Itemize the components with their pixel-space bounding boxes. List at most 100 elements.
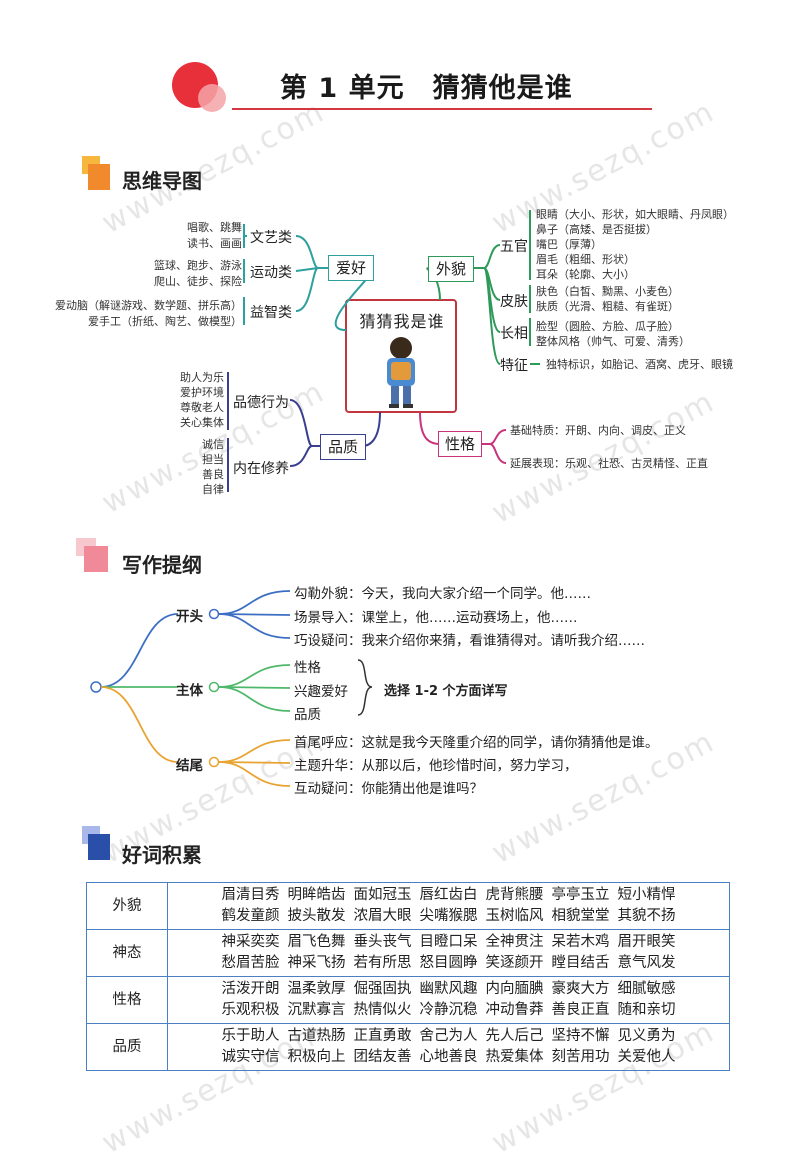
node-traits: 特征 xyxy=(500,358,528,374)
word: 冲动鲁莽 xyxy=(485,1002,544,1018)
leaf-text: 爱动脑（解谜游戏、数学题、拼乐高） xyxy=(55,299,242,312)
word: 唇红齿白 xyxy=(419,887,478,903)
leaf-text: 延展表现：乐观、社恐、古灵精怪、正直 xyxy=(510,457,708,470)
node-inner: 内在修养 xyxy=(233,461,289,477)
leaf-text: 嘴巴（厚薄） xyxy=(536,238,602,251)
table-row: 外貌 眉清目秀明眸皓齿面如冠玉唇红齿白虎背熊腰亭亭玉立短小精悍 鹤发童颜披头散发… xyxy=(86,882,730,930)
word: 正直勇敢 xyxy=(353,1028,412,1044)
word: 眉开眼笑 xyxy=(617,934,676,950)
word: 垂头丧气 xyxy=(353,934,412,950)
word: 豪爽大方 xyxy=(551,981,610,997)
word: 亭亭玉立 xyxy=(551,887,610,903)
page-title: 第 1 单元 猜猜他是谁 xyxy=(280,73,573,104)
word: 愁眉苦脸 xyxy=(221,955,280,971)
leaf-text: 肤质（光滑、粗糙、有雀斑） xyxy=(536,300,679,313)
word: 神采奕奕 xyxy=(221,934,280,950)
leaf-text: 爬山、徒步、探险 xyxy=(154,275,242,288)
outline-item: 互动疑问：你能猜出他是谁吗？ xyxy=(294,781,483,797)
word: 热爱集体 xyxy=(485,1049,544,1065)
word: 团结友善 xyxy=(353,1049,412,1065)
leaf-text: 整体风格（帅气、可爱、清秀） xyxy=(536,335,690,348)
outline-body-note: 选择 1-2 个方面详写 xyxy=(384,684,508,699)
word: 眉飞色舞 xyxy=(287,934,346,950)
word: 关爱他人 xyxy=(617,1049,676,1065)
word: 瞠目结舌 xyxy=(551,955,610,971)
word: 冷静沉稳 xyxy=(419,1002,478,1018)
outline-item: 主题升华：从那以后，他珍惜时间，努力学习， xyxy=(294,758,578,774)
word: 神采飞扬 xyxy=(287,955,346,971)
word: 细腻敏感 xyxy=(617,981,676,997)
word: 善良正直 xyxy=(551,1002,610,1018)
word: 见义勇为 xyxy=(617,1028,676,1044)
node-skin: 皮肤 xyxy=(500,294,528,310)
section-title-outline: 写作提纲 xyxy=(122,553,202,577)
leaf-text: 唱歌、跳舞 xyxy=(187,221,242,234)
leaf-text: 独特标识，如胎记、酒窝、虎牙、眼镜 xyxy=(546,358,733,371)
node-hobby: 爱好 xyxy=(328,255,374,281)
leaf-text: 爱护环境 xyxy=(180,386,224,399)
word: 古道热肠 xyxy=(287,1028,346,1044)
word: 倔强固执 xyxy=(353,981,412,997)
word: 相貌堂堂 xyxy=(551,908,610,924)
word: 虎背熊腰 xyxy=(485,887,544,903)
node-intel: 益智类 xyxy=(250,305,292,321)
node-sports: 运动类 xyxy=(250,265,292,281)
word: 乐于助人 xyxy=(221,1028,280,1044)
leaf-text: 善良 xyxy=(202,468,224,481)
word: 鹤发童颜 xyxy=(221,908,280,924)
word: 随和亲切 xyxy=(617,1002,676,1018)
outline-item: 品质 xyxy=(294,707,321,723)
boy-illustration xyxy=(387,337,415,408)
word: 沉默寡言 xyxy=(287,1002,346,1018)
outline-opening: 开头 xyxy=(176,609,203,625)
word: 笑逐颜开 xyxy=(485,955,544,971)
leaf-text: 尊敬老人 xyxy=(180,401,224,414)
word: 刻苦用功 xyxy=(551,1049,610,1065)
leaf-text: 眼睛（大小、形状，如大眼睛、丹凤眼） xyxy=(536,208,734,221)
word: 眉清目秀 xyxy=(221,887,280,903)
outline-item: 兴趣爱好 xyxy=(294,684,348,700)
table-row: 品质 乐于助人古道热肠正直勇敢舍己为人先人后己坚持不懈见义勇为 诚实守信积极向上… xyxy=(86,1023,730,1071)
node-arts: 文艺类 xyxy=(250,230,292,246)
outline-item: 场景导入：课堂上，他……运动赛场上，他…… xyxy=(294,610,578,626)
table-cell: 眉清目秀明眸皓齿面如冠玉唇红齿白虎背熊腰亭亭玉立短小精悍 鹤发童颜披头散发浓眉大… xyxy=(167,882,730,930)
table-category: 外貌 xyxy=(86,882,168,930)
word: 积极向上 xyxy=(287,1049,346,1065)
leaf-text: 篮球、跑步、游泳 xyxy=(154,259,242,272)
outline-item: 首尾呼应：这就是我今天隆重介绍的同学，请你猜猜他是谁。 xyxy=(294,735,659,751)
node-moral: 品德行为 xyxy=(233,395,289,411)
word: 若有所思 xyxy=(353,955,412,971)
word: 内向腼腆 xyxy=(485,981,544,997)
word: 心地善良 xyxy=(419,1049,478,1065)
word: 乐观积极 xyxy=(221,1002,280,1018)
word: 坚持不懈 xyxy=(551,1028,610,1044)
table-category: 品质 xyxy=(86,1023,168,1071)
table-row: 性格 活泼开朗温柔敦厚倔强固执幽默风趣内向腼腆豪爽大方细腻敏感 乐观积极沉默寡言… xyxy=(86,976,730,1024)
word: 幽默风趣 xyxy=(419,981,478,997)
leaf-text: 耳朵（轮廓、大小） xyxy=(536,268,635,281)
word: 怒目圆睁 xyxy=(419,955,478,971)
word: 全神贯注 xyxy=(485,934,544,950)
table-cell: 活泼开朗温柔敦厚倔强固执幽默风趣内向腼腆豪爽大方细腻敏感 乐观积极沉默寡言热情似… xyxy=(167,976,730,1024)
outline-body: 主体 xyxy=(176,683,203,699)
word: 明眸皓齿 xyxy=(287,887,346,903)
leaf-text: 担当 xyxy=(202,453,224,466)
leaf-text: 关心集体 xyxy=(180,416,224,429)
section-title-mindmap: 思维导图 xyxy=(122,169,202,193)
word: 浓眉大眼 xyxy=(353,908,412,924)
node-features: 五官 xyxy=(500,239,528,255)
word: 玉树临风 xyxy=(485,908,544,924)
leaf-text: 助人为乐 xyxy=(180,371,224,384)
word: 其貌不扬 xyxy=(617,908,676,924)
table-category: 神态 xyxy=(86,929,168,977)
title-decor-circle-small xyxy=(198,84,226,112)
leaf-text: 鼻子（高矮、是否挺拔） xyxy=(536,223,657,236)
word: 意气风发 xyxy=(617,955,676,971)
table-category: 性格 xyxy=(86,976,168,1024)
word: 诚实守信 xyxy=(221,1049,280,1065)
section-icon xyxy=(88,834,110,860)
table-cell: 神采奕奕眉飞色舞垂头丧气目瞪口呆全神贯注呆若木鸡眉开眼笑 愁眉苦脸神采飞扬若有所… xyxy=(167,929,730,977)
section-title-words: 好词积累 xyxy=(122,843,202,867)
section-icon xyxy=(84,546,108,572)
word: 呆若木鸡 xyxy=(551,934,610,950)
